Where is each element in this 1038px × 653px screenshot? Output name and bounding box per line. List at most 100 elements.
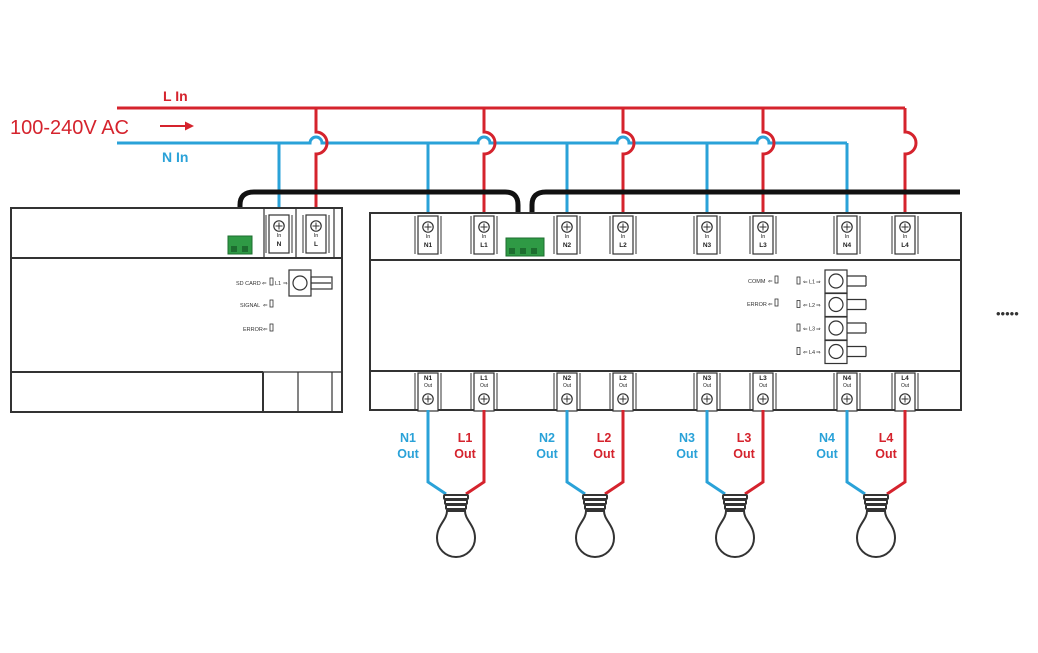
channel-button-4[interactable]: ⇐L4⇒ [796, 339, 867, 365]
output-terminal-5-top-text: N3 [703, 375, 712, 382]
hub-bus-connector [227, 235, 253, 255]
input-terminal-8-bottom-text: L4 [901, 242, 909, 249]
neutral-out-text: Out [816, 447, 838, 461]
screw-icon [701, 221, 713, 233]
channel-label: L1 [809, 280, 815, 286]
channel-label: L4 [809, 350, 815, 356]
hub-terminal-1-top-text: In [277, 233, 282, 239]
output-terminal-6-bottom-text: Out [759, 383, 768, 389]
screw-icon [757, 393, 769, 405]
screw-icon [273, 220, 285, 232]
input-terminal-5-bottom-text: N3 [703, 242, 712, 249]
neutral-out-text: Out [676, 447, 698, 461]
input-terminal-1-bottom-text: N1 [424, 242, 433, 249]
hub-terminal-1[interactable]: InN [265, 214, 293, 254]
comm-label: COMM [748, 279, 766, 285]
hub-terminal-1-bottom-text: N [277, 241, 282, 248]
neutral-out-text: Out [397, 447, 419, 461]
svg-text:⇐: ⇐ [803, 280, 808, 286]
svg-text:⇒: ⇒ [816, 280, 821, 286]
output-terminal-1-bottom-text: Out [424, 383, 433, 389]
n-in-label: N In [162, 149, 188, 165]
switch-bus-connector [505, 237, 545, 257]
light-bulb-icon [855, 494, 897, 558]
output-terminal-6-top-text: L3 [759, 375, 767, 382]
screw-icon [310, 220, 322, 232]
live-out-label: L3 [737, 431, 752, 445]
screw-icon [561, 221, 573, 233]
svg-text:⇒: ⇒ [283, 281, 288, 287]
live-drops [314, 108, 918, 220]
channel-button-1[interactable]: ⇐L1⇒ [796, 269, 867, 294]
svg-text:⇐: ⇐ [803, 327, 808, 333]
svg-text:⇒: ⇒ [816, 327, 821, 333]
input-terminal-7-top-text: In [845, 234, 850, 240]
output-terminal-8-bottom-text: Out [901, 383, 910, 389]
input-terminal-3-bottom-text: N2 [563, 242, 572, 249]
screw-icon [478, 221, 490, 233]
output-terminal-1-top-text: N1 [424, 375, 433, 382]
bus-cable [237, 189, 521, 240]
svg-text:⇐: ⇐ [263, 303, 268, 309]
input-terminal-4-bottom-text: L2 [619, 242, 627, 249]
l-in-label: L In [163, 88, 188, 104]
sd-card-side-label: L1 [275, 281, 281, 287]
screw-icon [478, 393, 490, 405]
input-terminal-6-top-text: In [761, 234, 766, 240]
light-bulb-icon [574, 494, 616, 558]
input-terminal-1-top-text: In [426, 234, 431, 240]
light-bulb-icon [435, 494, 477, 558]
screw-icon [422, 221, 434, 233]
neutral-out-label: N2 [539, 431, 555, 445]
hub-indicators: SD CARD ⇐ L1 ⇒ SIGNAL ⇐ ERROR ⇐ [236, 269, 333, 333]
input-terminal-5-top-text: In [705, 234, 710, 240]
input-terminal-2-bottom-text: L1 [480, 242, 488, 249]
screw-icon [701, 393, 713, 405]
output-wires [426, 410, 907, 496]
neutral-out-label: N4 [819, 431, 835, 445]
hub-button[interactable] [288, 269, 333, 297]
switch-module [369, 212, 962, 411]
svg-text:⇐: ⇐ [262, 281, 267, 287]
channel-label: L3 [809, 327, 815, 333]
output-terminal-3-top-text: N2 [563, 375, 572, 382]
output-terminal-4-top-text: L2 [619, 375, 627, 382]
switch-status: COMM ⇐ ERROR ⇐ [747, 275, 779, 308]
live-out-text: Out [454, 447, 476, 461]
error-label: ERROR [243, 327, 263, 333]
channel-button-2[interactable]: ⇐L2⇒ [796, 292, 867, 318]
hub-terminal-2[interactable]: InL [302, 214, 330, 254]
switch-error-label: ERROR [747, 302, 767, 308]
input-terminal-4-top-text: In [621, 234, 626, 240]
live-out-text: Out [733, 447, 755, 461]
channel-button-3[interactable]: ⇐L3⇒ [796, 316, 867, 341]
input-terminal-6-bottom-text: L3 [759, 242, 767, 249]
live-out-label: L4 [879, 431, 894, 445]
screw-icon [841, 393, 853, 405]
input-terminal-7-bottom-text: N4 [843, 242, 852, 249]
hub-terminal-2-bottom-text: L [314, 241, 318, 248]
output-terminal-7-top-text: N4 [843, 375, 852, 382]
output-terminal-7-bottom-text: Out [843, 383, 852, 389]
output-terminal-3-bottom-text: Out [563, 383, 572, 389]
screw-icon [561, 393, 573, 405]
